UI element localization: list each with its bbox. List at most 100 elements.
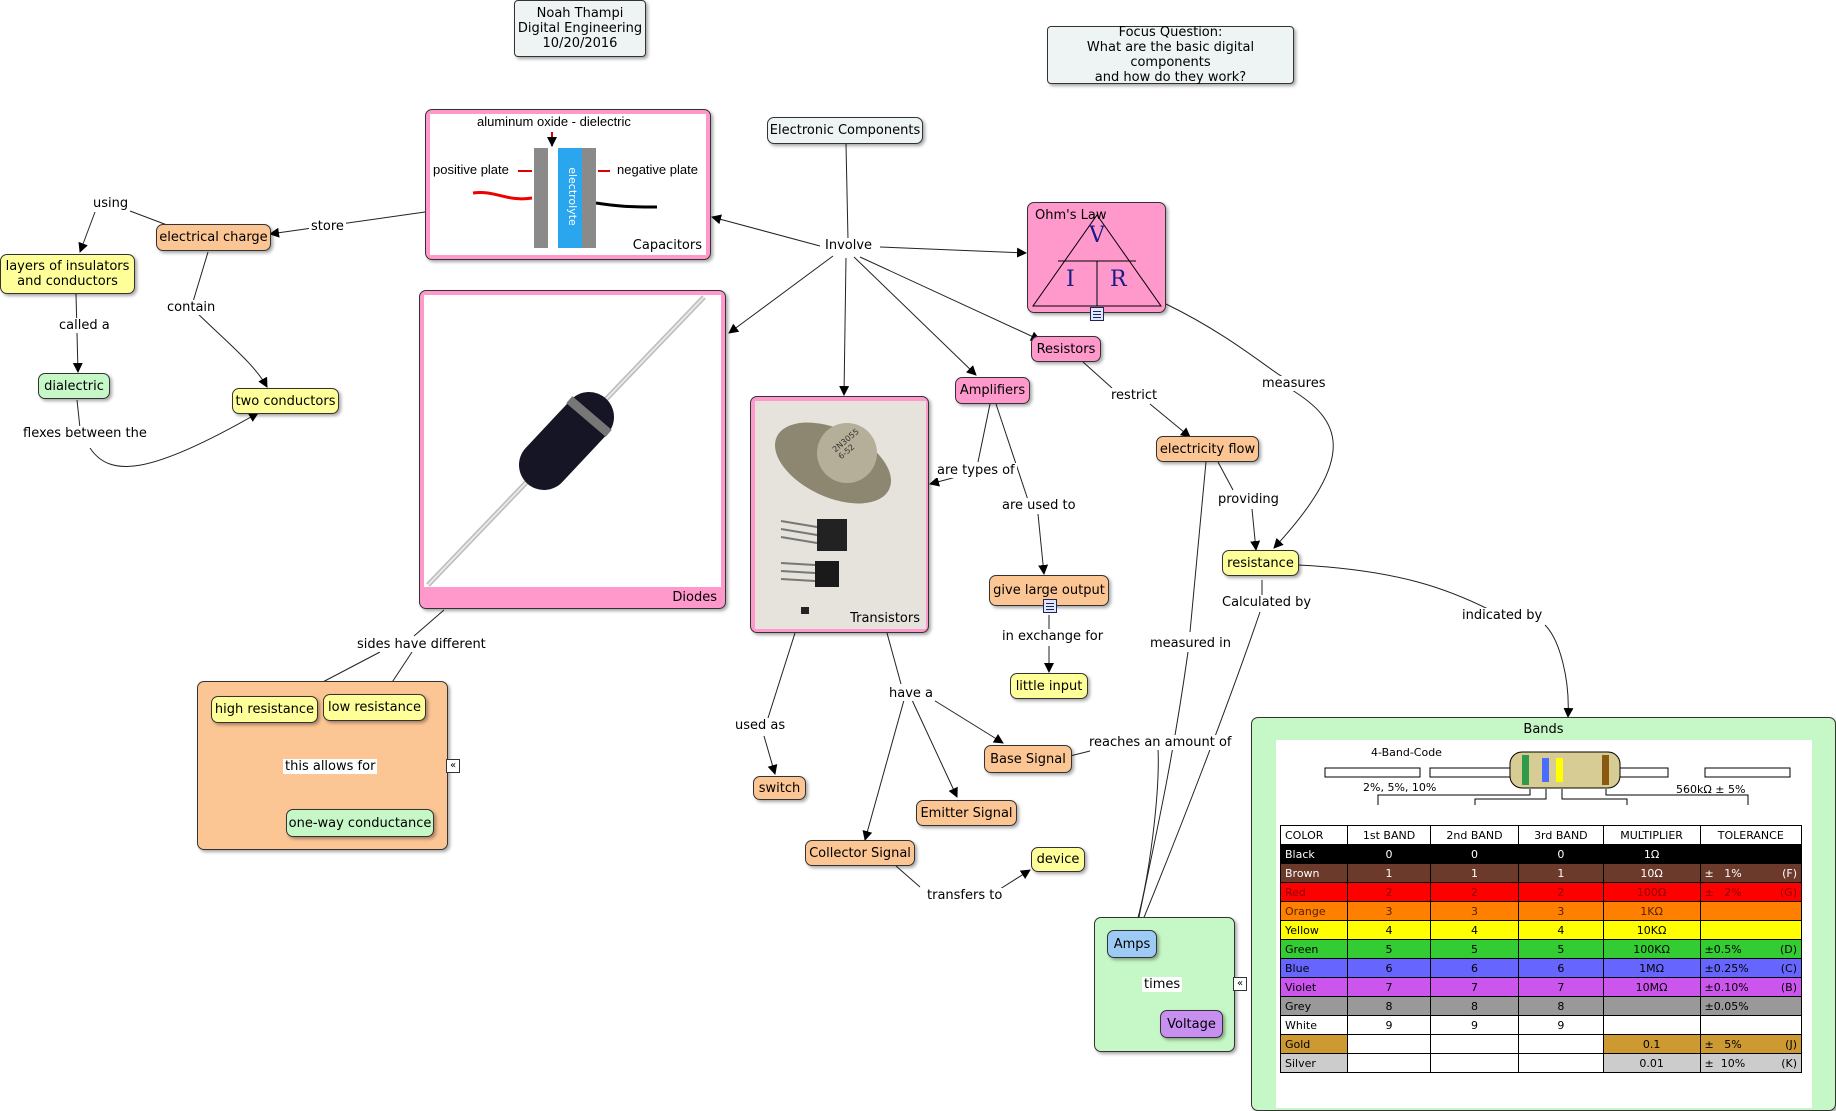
diodes-caption: Diodes (672, 590, 717, 605)
table-cell: Blue (1279, 958, 1349, 978)
node-amps[interactable]: Amps (1107, 930, 1157, 958)
resistor-band-diagram (1324, 751, 1791, 805)
node-voltage[interactable]: Voltage (1160, 1010, 1223, 1038)
diode-photo (426, 295, 706, 587)
link-measured-in: measured in (1148, 636, 1233, 651)
table-cell (1602, 1015, 1701, 1035)
dielectric-label: aluminum oxide - dielectric (477, 114, 631, 129)
band-code-label: 4-Band-Code (1371, 746, 1442, 759)
tolerance-cell: ±0.10%(B) (1699, 977, 1803, 997)
ohms-law-triangle (1032, 214, 1162, 307)
bands-title: Bands (1523, 722, 1564, 737)
node-electrical-charge[interactable]: electrical charge (156, 224, 271, 251)
link-contain: contain (165, 300, 218, 315)
tolerance-value: ± 10% (1704, 1056, 1746, 1070)
table-cell (1429, 1034, 1520, 1054)
table-cell (1429, 1053, 1520, 1073)
positive-plate-label: positive plate (433, 162, 509, 177)
table-cell: Gold (1279, 1034, 1349, 1054)
tolerance-value: ±0.05% (1704, 999, 1749, 1013)
link-store: store (309, 219, 346, 234)
table-cell (1347, 1053, 1431, 1073)
diodes-image[interactable]: Diodes (419, 290, 726, 609)
tolerance-cell (1699, 844, 1803, 864)
table-cell: 1 (1347, 863, 1431, 883)
table-cell: 4 (1518, 920, 1604, 940)
tolerance-value: ±0.10% (1704, 980, 1749, 994)
node-electronic-components[interactable]: Electronic Components (767, 117, 923, 144)
table-cell: White (1279, 1015, 1349, 1035)
link-involve: Involve (823, 238, 875, 253)
node-emitter-signal[interactable]: Emitter Signal (916, 800, 1017, 826)
ohms-i: I (1066, 267, 1075, 292)
table-cell (1518, 1034, 1604, 1054)
capacitors-caption: Capacitors (632, 238, 702, 253)
collapse-icon[interactable]: « (446, 759, 460, 773)
node-one-way-conductance[interactable]: one-way conductance (286, 809, 434, 837)
table-cell: 1 (1429, 863, 1520, 883)
tolerance-cell (1699, 920, 1803, 940)
node-switch[interactable]: switch (753, 776, 806, 800)
ohms-r: R (1110, 267, 1127, 292)
table-cell: Violet (1279, 977, 1349, 997)
ohms-law-image[interactable]: Ohm's Law V I R (1027, 202, 1166, 321)
node-two-conductors[interactable]: two conductors (232, 388, 339, 414)
node-little-input[interactable]: little input (1010, 673, 1088, 699)
link-reaches-an-amount-of: reaches an amount of (1087, 735, 1234, 750)
table-cell: 5 (1347, 939, 1431, 959)
node-device[interactable]: device (1031, 847, 1085, 872)
document-icon[interactable] (1043, 599, 1057, 613)
node-amplifiers[interactable]: Amplifiers (955, 377, 1030, 404)
node-resistors[interactable]: Resistors (1031, 336, 1101, 362)
node-dialectric[interactable]: dialectric (38, 373, 110, 399)
table-header-cell: COLOR (1279, 825, 1349, 845)
table-cell: 9 (1518, 1015, 1604, 1035)
table-cell: 100KΩ (1602, 939, 1701, 959)
tolerance-cell: ±0.25%(C) (1699, 958, 1803, 978)
table-cell: 10MΩ (1602, 977, 1701, 997)
tolerance-cell (1699, 901, 1803, 921)
table-cell: 7 (1347, 977, 1431, 997)
transistors-image[interactable]: 2N3055 6-52 Transistors (750, 396, 929, 633)
link-are-types-of: are types of (935, 463, 1017, 478)
table-cell: 6 (1347, 958, 1431, 978)
collapse-icon[interactable]: « (1233, 977, 1247, 991)
link-indicated-by: indicated by (1460, 608, 1545, 623)
negative-plate-label: negative plate (617, 162, 698, 177)
link-restrict: restrict (1109, 388, 1160, 403)
node-layers-of-insulators[interactable]: layers of insulators and conductors (0, 254, 135, 294)
table-cell: 5 (1518, 939, 1604, 959)
table-cell: 2 (1518, 882, 1604, 902)
link-using: using (91, 196, 131, 211)
link-are-used-to: are used to (1000, 498, 1078, 513)
table-header-cell: 2nd BAND (1429, 825, 1520, 845)
node-electricity-flow[interactable]: electricity flow (1156, 436, 1259, 462)
ohms-law-caption: Ohm's Law (1035, 208, 1107, 223)
node-resistance[interactable]: resistance (1222, 550, 1299, 576)
table-header-cell: MULTIPLIER (1602, 825, 1701, 845)
node-low-resistance[interactable]: low resistance (323, 694, 426, 721)
band-example-value: 560kΩ ± 5% (1676, 783, 1746, 796)
table-cell: 4 (1347, 920, 1431, 940)
node-high-resistance[interactable]: high resistance (211, 696, 318, 723)
node-base-signal[interactable]: Base Signal (984, 745, 1072, 773)
node-collector-signal[interactable]: Collector Signal (805, 840, 915, 866)
document-icon[interactable] (1090, 307, 1104, 321)
link-times: times (1142, 977, 1183, 992)
electrolyte-label: electrolyte (565, 167, 579, 226)
table-cell: 3 (1518, 901, 1604, 921)
tolerance-value: ±0.5% (1704, 942, 1742, 956)
table-cell: 7 (1429, 977, 1520, 997)
table-header-cell: TOLERANCE (1699, 825, 1803, 845)
focus-question-box: Focus Question: What are the basic digit… (1047, 25, 1294, 85)
table-cell: 6 (1518, 958, 1604, 978)
tolerance-code: (G) (1779, 885, 1797, 899)
capacitors-image[interactable]: aluminum oxide - dielectric positive pla… (425, 109, 711, 260)
table-cell: 2 (1429, 882, 1520, 902)
band-tolerance-note: 2%, 5%, 10% (1363, 781, 1437, 794)
